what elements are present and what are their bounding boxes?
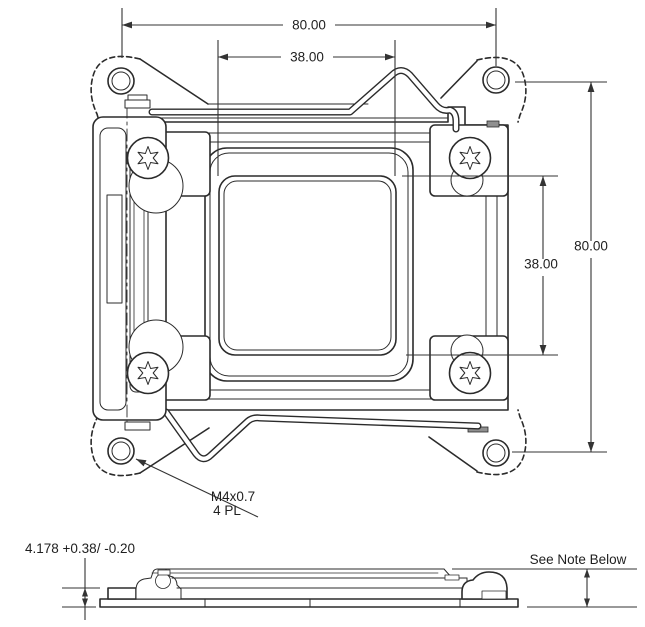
- torx-screw-bottom-left: [126, 351, 170, 395]
- ear-top-left: [90, 55, 209, 122]
- lever-bottom-tab: [124, 421, 151, 431]
- wire-fill: [149, 68, 459, 132]
- thread-callout: M4x0.7 4 PL: [135, 458, 259, 518]
- torx-screw-top-right: [448, 136, 492, 180]
- dim-outer-width-label: 80.00: [292, 18, 326, 33]
- mount-hole-top-right-inner: [486, 70, 506, 90]
- cpu-window-outer: [218, 175, 397, 356]
- arrowhead-top: [539, 176, 547, 186]
- thread-callout-line2: 4 PL: [213, 503, 241, 518]
- arrowhead-right: [385, 53, 395, 61]
- dim-outer-height-label: 80.00: [574, 239, 608, 254]
- ear-contour: [90, 410, 141, 477]
- mount-hole-bottom-left-inner: [111, 441, 131, 461]
- lever-top-tab-lip: [127, 94, 148, 101]
- leader-line: [135, 458, 259, 518]
- label-gap: [283, 17, 335, 33]
- load-plate-outer-2: [209, 152, 409, 377]
- dim-inner-height-label: 38.00: [524, 257, 558, 272]
- ear-contour: [476, 56, 527, 123]
- lever-slot: [106, 194, 123, 304]
- label-gap: [281, 49, 333, 65]
- arrowhead-bottom: [539, 345, 547, 355]
- ear-diagonal: [139, 58, 209, 105]
- dim-total-height: See Note Below: [452, 552, 637, 608]
- torx-screw-bottom-right: [448, 351, 492, 395]
- hinge-inner-side: [481, 590, 507, 600]
- arrowhead-up: [82, 588, 88, 597]
- dim-outer-height: 80.00: [512, 81, 617, 453]
- ear-diagonal: [139, 427, 210, 474]
- frame-tab-top-right: [486, 120, 500, 128]
- dim-inner-width: 38.00: [217, 40, 396, 176]
- dim-outer-width: 80.00: [121, 8, 497, 66]
- spring-wire-top: [148, 67, 460, 133]
- lever-top-tab: [124, 99, 151, 109]
- arrowhead-right: [486, 21, 496, 29]
- top-view: 80.00 38.00 80.00: [90, 8, 617, 518]
- load-lever-assembly: [92, 94, 184, 431]
- screw-post-right: [444, 574, 460, 581]
- wire-outline: [148, 67, 460, 133]
- leader-arrowhead: [136, 459, 147, 467]
- arrowhead-left: [122, 21, 132, 29]
- ear-bottom-right: [428, 409, 527, 476]
- label-gap: [515, 259, 567, 276]
- mount-hole-bottom-right-inner: [486, 443, 506, 463]
- dim-stack-height: 4.178 +0.38/ -0.20: [25, 541, 135, 620]
- lever-block-side: [107, 587, 137, 600]
- ear-contour: [476, 409, 527, 476]
- cpu-window-inner: [223, 180, 392, 351]
- ear-diagonal: [428, 436, 478, 472]
- torx-star-icon: [137, 361, 159, 385]
- arrowhead-bottom: [587, 442, 595, 452]
- ear-diagonal: [440, 60, 478, 99]
- arrowhead-left: [218, 53, 228, 61]
- arrowhead-down: [82, 598, 88, 607]
- mount-hole-top-left-inner: [111, 71, 131, 91]
- screw-post-left: [157, 569, 171, 576]
- arrowhead-top: [587, 82, 595, 92]
- label-gap: [565, 241, 617, 258]
- ear-top-right: [440, 56, 527, 123]
- torx-screw-top-left: [126, 136, 170, 180]
- torx-star-icon: [459, 146, 481, 170]
- dim-inner-height: 38.00: [402, 175, 567, 356]
- torx-star-icon: [459, 361, 481, 385]
- ear-bottom-left: [90, 410, 210, 477]
- lever-notch-side: [155, 573, 171, 589]
- stack-height-label: 4.178 +0.38/ -0.20: [25, 541, 135, 556]
- base-plate: [99, 598, 519, 608]
- ear-contour: [90, 55, 141, 122]
- load-plate: [204, 147, 414, 382]
- thread-callout-line1: M4x0.7: [211, 489, 255, 504]
- torx-star-icon: [137, 146, 159, 170]
- wire-fill: [163, 409, 481, 461]
- spring-wire-bottom: [162, 408, 482, 463]
- see-note-label: See Note Below: [530, 552, 627, 567]
- dim-inner-width-label: 38.00: [290, 50, 324, 65]
- side-view: 4.178 +0.38/ -0.20 See Note Below: [25, 541, 637, 620]
